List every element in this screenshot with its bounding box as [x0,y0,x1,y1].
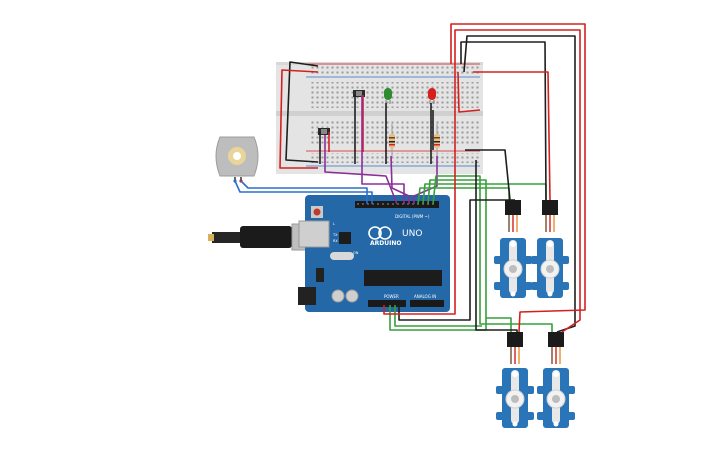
wires [234,23,586,333]
resistor-left [389,124,395,156]
led-tx-label: TX [332,233,338,237]
pushbutton-top [353,90,365,97]
pushbutton-bottom [318,128,330,135]
arduino-infinity-logo [378,226,392,240]
dc-motor [215,136,259,183]
led-on-label: ON [353,251,359,255]
breadboard [276,62,483,174]
power-header-label: POWER [384,294,399,299]
resistor-right [434,124,440,156]
analog-header-label: ANALOG IN [414,294,436,299]
arduino-model-text: UNO [402,229,422,239]
led-l-label: L [333,222,335,226]
servo-bottom-right [536,367,576,429]
servo-bottom-left [495,367,535,429]
arduino-logo-text: ARDUINO [370,240,401,247]
servo-top-left [493,237,533,299]
digital-header-label: DIGITAL (PWM ~) [395,214,430,219]
led-rx-label: RX [333,239,338,243]
servo-top-right [530,237,570,299]
led-red [428,88,436,104]
arduino-board: DIGITAL (PWM ~) POWER ANALOG IN ARDUINO … [298,195,450,312]
